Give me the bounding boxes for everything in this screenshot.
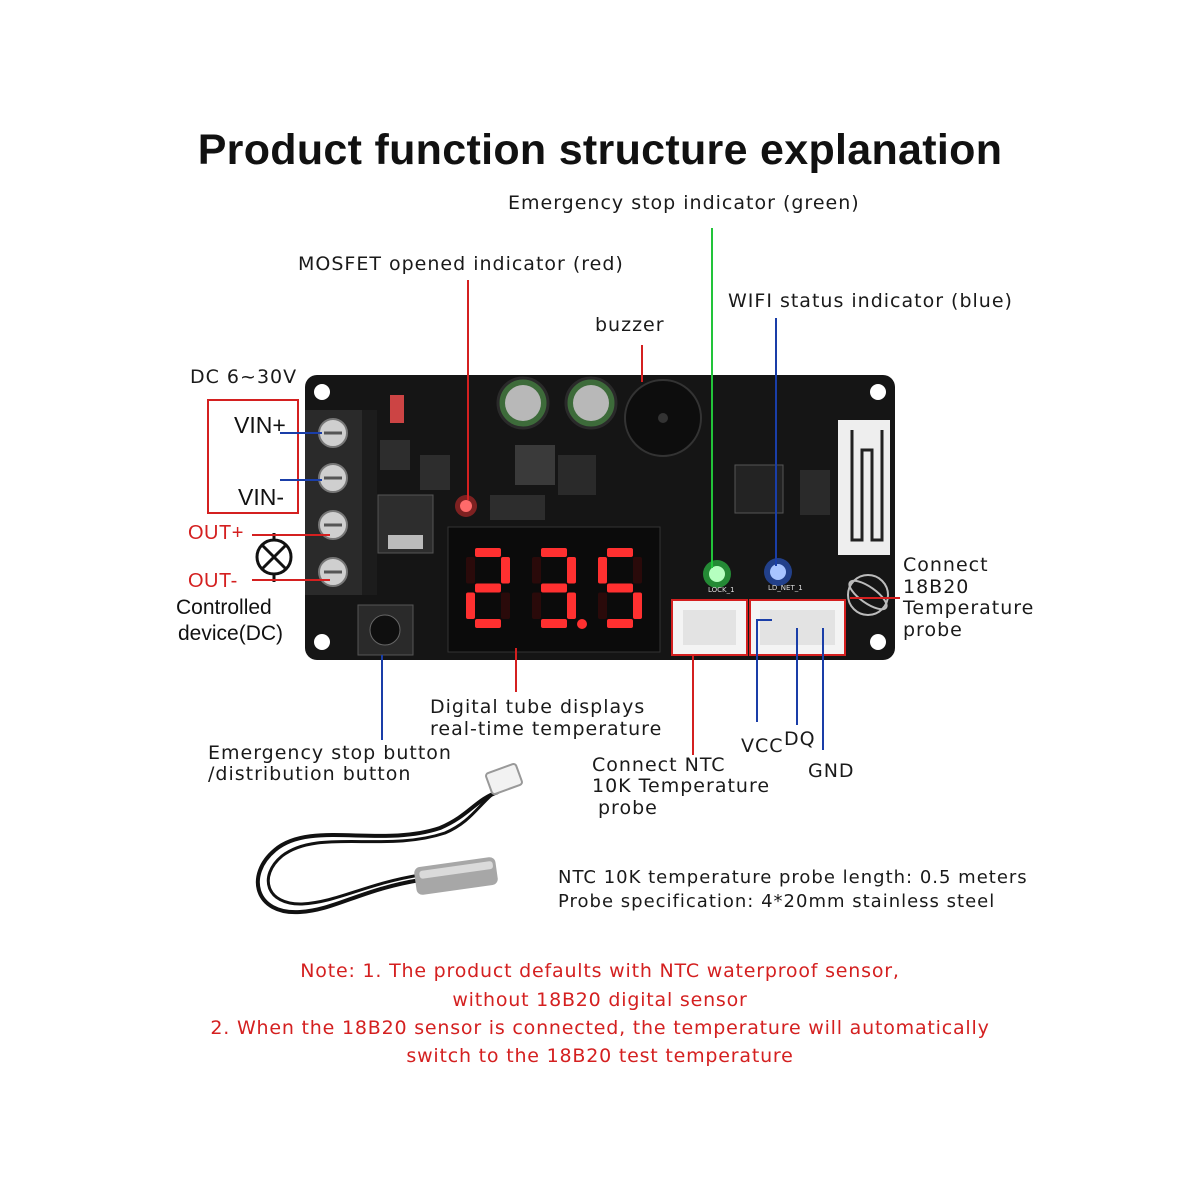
digit-0-segment-f: [466, 557, 475, 584]
controlled-device-label-2: device(DC): [178, 622, 284, 645]
vin-plus-label: VIN+: [234, 412, 286, 438]
note-line-1: Note: 1. The product defaults with NTC w…: [300, 960, 900, 982]
digit-0-segment-d: [475, 619, 501, 628]
ntc-connector: [671, 599, 748, 656]
probe-spec-label: Probe specification: 4*20mm stainless st…: [558, 891, 996, 912]
note-line-3: 2. When the 18B20 sensor is connected, t…: [210, 1017, 990, 1039]
wifi-indicator-label: WIFI status indicator (blue): [728, 290, 1013, 312]
controlled-device-label-1: Controlled: [176, 596, 272, 619]
out-minus-label: OUT-: [188, 570, 238, 592]
mosfet-led: [455, 495, 477, 517]
digit-0-segment-b: [501, 557, 510, 584]
dc-input-box: [207, 399, 299, 514]
ntc-connect-label-1: Connect NTC: [592, 754, 726, 776]
dc-range-label: DC 6~30V: [190, 366, 298, 388]
dq-label: DQ: [784, 728, 816, 750]
load-symbol: [255, 533, 293, 582]
digit-2-segment-e: [598, 592, 607, 619]
note-line-4: switch to the 18B20 test temperature: [406, 1045, 794, 1067]
ntc-connect-label-2: 10K Temperature: [592, 775, 771, 797]
note-line-2: without 18B20 digital sensor: [452, 989, 748, 1011]
digit-0-segment-g: [475, 583, 501, 593]
digit-1-segment-f: [532, 557, 541, 584]
connect-18b20-label-4: probe: [903, 619, 963, 641]
blue-led: [764, 558, 792, 586]
connect-18b20-label-2: 18B20: [903, 576, 970, 598]
leader-lines: [252, 228, 900, 755]
capacitors: [496, 376, 618, 485]
digit-0-segment-e: [466, 592, 475, 619]
digit-1-segment-a: [541, 548, 567, 557]
probe-length-label: NTC 10K temperature probe length: 0.5 me…: [558, 867, 1028, 888]
digit-2-segment-f: [598, 557, 607, 584]
seven-segment-display: [447, 526, 661, 653]
digital-tube-label-2: real-time temperature: [430, 718, 663, 740]
vcc-label: VCC: [741, 735, 784, 757]
digit-1-segment-e: [532, 592, 541, 619]
mosfet-indicator-label: MOSFET opened indicator (red): [298, 253, 624, 275]
led-lock-text: LOCK_1: [708, 586, 735, 594]
buzzer-label: buzzer: [595, 314, 665, 336]
emergency-stop-indicator-label: Emergency stop indicator (green): [508, 192, 860, 214]
digit-2-segment-g: [607, 583, 633, 593]
board-logo: [847, 574, 889, 616]
page-title: Product function structure explanation: [197, 126, 1003, 174]
digit-2-segment-d: [607, 619, 633, 628]
digit-2-segment-a: [607, 548, 633, 557]
digit-1-segment-d: [541, 619, 567, 628]
digit-1-segment-b: [567, 557, 576, 584]
wifi-antenna: [838, 420, 890, 555]
digit-1-segment-c: [567, 592, 576, 619]
ntc-probe: [255, 763, 523, 915]
terminal-block: [305, 410, 377, 595]
digit-1-segment-g: [541, 583, 567, 593]
digit-2-segment-c: [633, 592, 642, 619]
emergency-stop-button: [357, 604, 414, 656]
vin-minus-label: VIN-: [238, 484, 284, 510]
digit-0-segment-a: [475, 548, 501, 557]
digit-0-segment-c: [501, 592, 510, 619]
emergency-button-label-2: /distribution button: [208, 763, 412, 785]
green-led: [703, 560, 731, 588]
connect-18b20-label-1: Connect: [903, 554, 989, 576]
connect-18b20-label-3: Temperature: [903, 597, 1035, 619]
led-net-text: LD_NET_1: [768, 584, 803, 592]
ntc-connect-label-3: probe: [598, 797, 658, 819]
digital-tube-label-1: Digital tube displays: [430, 696, 646, 718]
digit-1-decimal-point: [577, 619, 587, 629]
gnd-label: GND: [808, 760, 855, 782]
mosfet-component: [377, 395, 545, 554]
buzzer-component: [624, 379, 702, 457]
digit-2-segment-b: [633, 557, 642, 584]
emergency-button-label-1: Emergency stop button: [208, 742, 452, 764]
out-plus-label: OUT+: [188, 522, 244, 544]
